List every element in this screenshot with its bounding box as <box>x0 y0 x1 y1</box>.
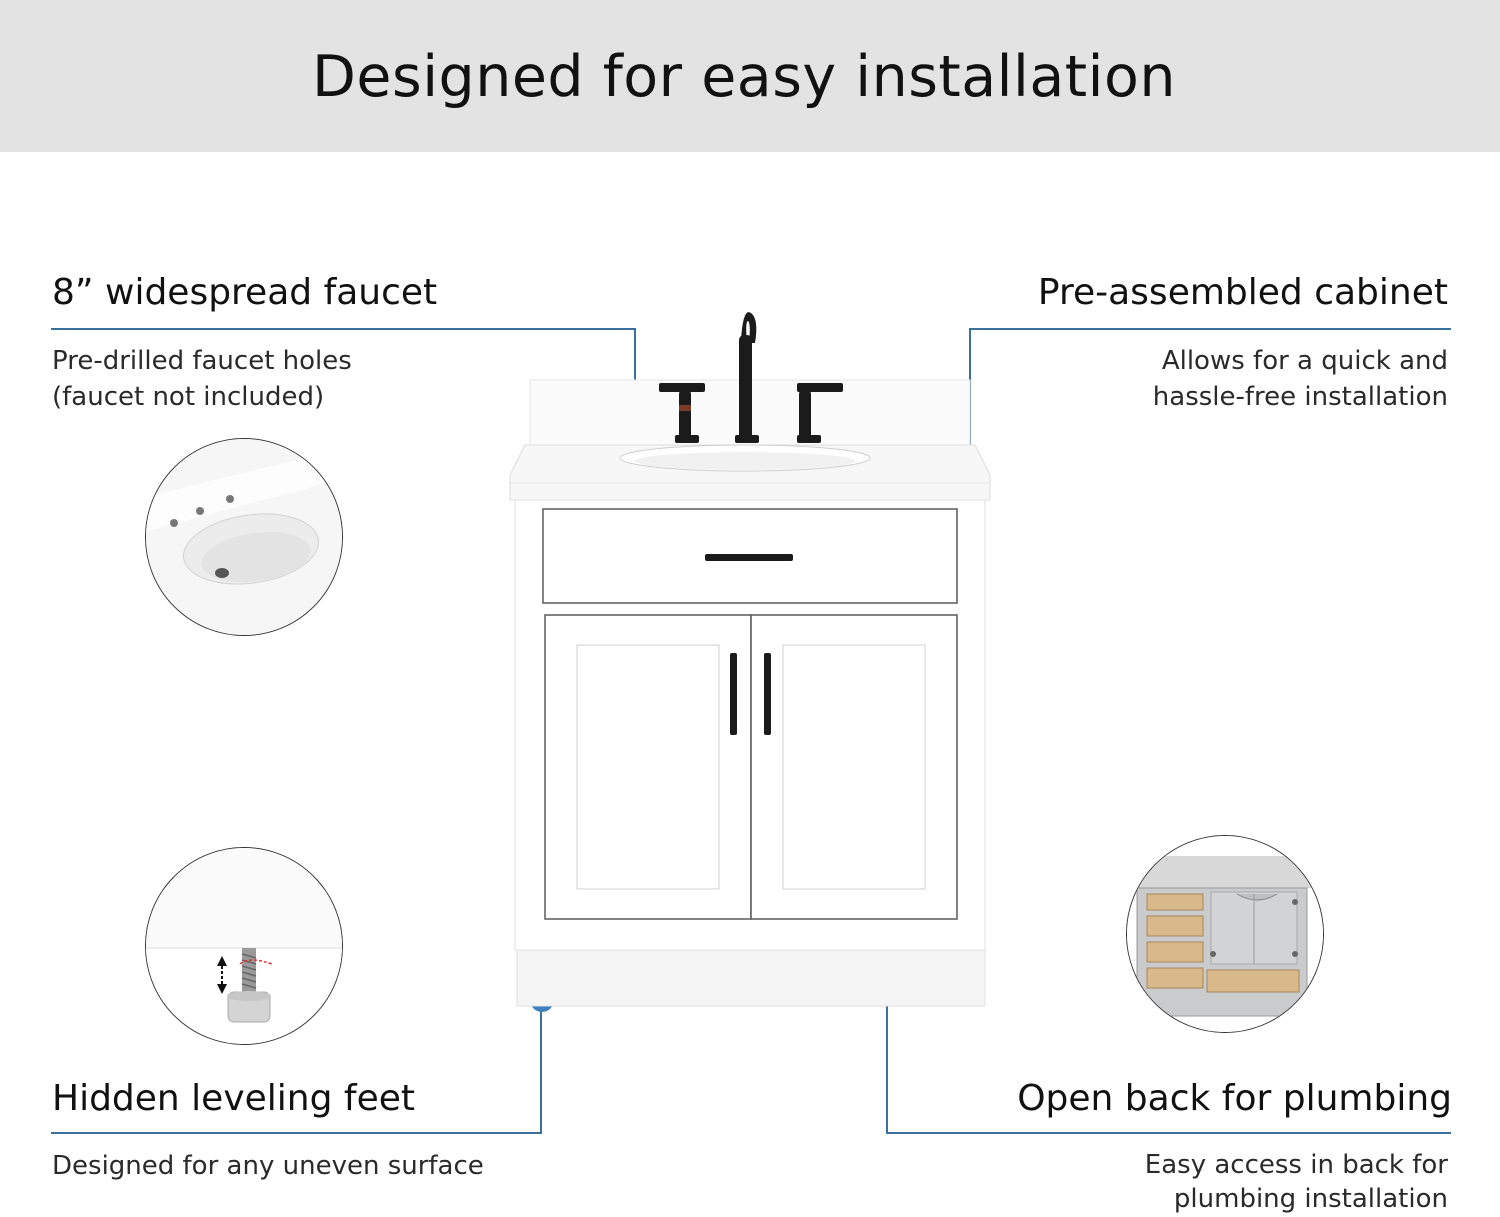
cabinet-callout-line <box>970 328 1451 330</box>
feet-callout-line <box>51 1132 542 1134</box>
faucet-feature-title: 8” widespread faucet <box>52 272 438 313</box>
faucet-feature-desc: Pre-drilled faucet holes (faucet not inc… <box>52 343 352 415</box>
feet-callout-line-vertical <box>540 999 542 1134</box>
plumbing-feature-title: Open back for plumbing <box>1017 1078 1452 1119</box>
left-door-pull <box>730 653 737 735</box>
left-door-panel <box>576 644 720 890</box>
faucet-desc-line1: Pre-drilled faucet holes <box>52 346 352 376</box>
drawer-pull <box>705 554 793 561</box>
right-door-panel <box>782 644 926 890</box>
cabinet-feature-desc: Allows for a quick and hassle-free insta… <box>1153 343 1448 415</box>
plumbing-desc-line1: Easy access in back for <box>1144 1150 1448 1180</box>
page-title: Designed for easy installation <box>312 44 1176 110</box>
feet-feature-title: Hidden leveling feet <box>52 1078 415 1119</box>
faucet-holes-detail <box>145 438 343 636</box>
vanity-illustration <box>509 312 991 1007</box>
open-back-detail <box>1126 835 1324 1033</box>
up-down-arrow-icon <box>217 956 227 994</box>
plumbing-desc-line2: plumbing installation <box>1173 1184 1448 1214</box>
feet-feature-desc: Designed for any uneven surface <box>52 1148 484 1184</box>
leveling-feet-detail <box>145 847 343 1045</box>
header-banner: Designed for easy installation <box>0 0 1500 152</box>
toe-kick <box>516 949 986 1007</box>
cabinet-desc-line2: hassle-free installation <box>1152 382 1448 412</box>
right-door-pull <box>764 653 771 735</box>
cabinet-feature-title: Pre-assembled cabinet <box>1037 272 1448 313</box>
rotate-arrow-icon <box>239 959 273 965</box>
plumbing-callout-line <box>886 1132 1451 1134</box>
faucet <box>659 312 843 443</box>
faucet-callout-line <box>51 328 636 330</box>
faucet-desc-line2: (faucet not included) <box>52 382 325 412</box>
cabinet-desc-line1: Allows for a quick and <box>1161 346 1448 376</box>
plumbing-feature-desc: Easy access in back for plumbing install… <box>1145 1148 1448 1216</box>
feet-desc-line1: Designed for any uneven surface <box>52 1151 484 1181</box>
